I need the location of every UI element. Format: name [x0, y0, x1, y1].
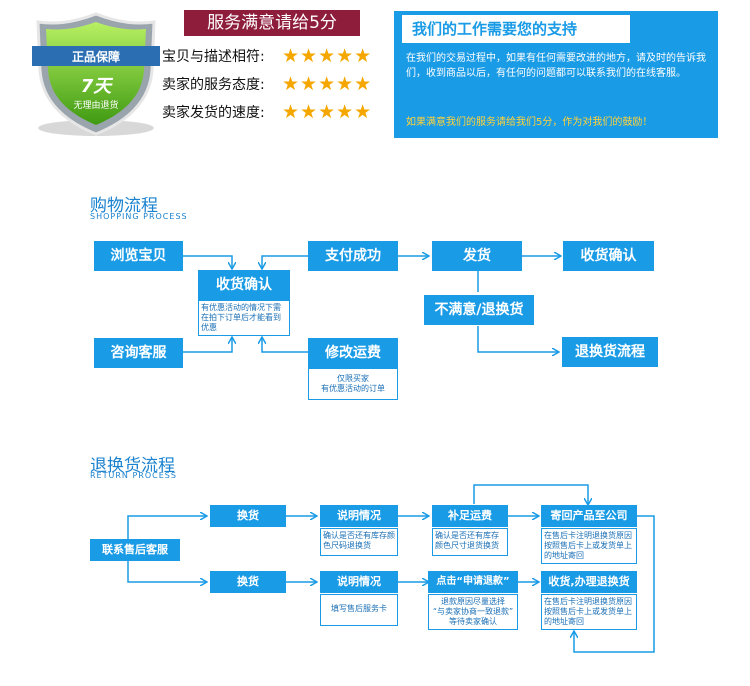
- refund-note: 退款原因尽量选择 “与卖家协商一致退款” 等待卖家确认: [428, 594, 518, 630]
- rating-label: 卖家的服务态度:: [162, 77, 265, 93]
- explain-step: 说明情况: [320, 571, 398, 593]
- shopping-title: 购物流程: [90, 196, 158, 216]
- support-title: 我们的工作需要您的支持: [402, 15, 630, 43]
- support-panel: 我们的工作需要您的支持 在我们的交易过程中，如果有任何需要改进的地方，请及时的告…: [394, 11, 718, 138]
- exchange-step: 换货: [210, 571, 286, 593]
- receive-process-note: 在售后卡注明退换货原因按照售后卡上或发货单上的地址寄回: [541, 594, 637, 630]
- rating-row: 宝贝与描述相符: ★★★★★: [162, 44, 372, 68]
- shopping-subtitle: SHOPPING PROCESS: [90, 212, 188, 221]
- browse-step: 浏览宝贝: [94, 241, 183, 271]
- rating-label: 宝贝与描述相符:: [162, 49, 265, 65]
- explain-step: 说明情况: [320, 505, 398, 527]
- unsatisfied-step: 不满意/退换货: [424, 295, 534, 325]
- receive-confirm-step: 收货确认: [563, 241, 654, 271]
- explain-note: 填写售后服务卡: [320, 594, 398, 626]
- confirm-note: 有优惠活动的情况下需在拍下订单后才能看到优惠: [198, 300, 290, 336]
- rating-row: 卖家的服务态度: ★★★★★: [162, 72, 372, 96]
- exchange-step: 换货: [210, 505, 286, 527]
- apply-refund-step: 点击“申请退款”: [428, 571, 518, 593]
- rating-title: 服务满意请给5分: [184, 10, 360, 36]
- explain-note: 确认是否还有库存颜色尺码退换货: [320, 528, 398, 556]
- mail-back-note: 在售后卡注明退换货原因按照售后卡上或发货单上的地址寄回: [541, 528, 637, 564]
- supplement-shipping-step: 补足运费: [432, 505, 508, 527]
- returns-subtitle: RETURN PROCESS: [90, 471, 177, 480]
- refund-note-line: 退款原因尽量选择: [441, 597, 505, 606]
- refund-note-line: 等待卖家确认: [449, 617, 497, 626]
- supplement-note: 确认是否还有库存颜色尺寸退货换货: [432, 528, 508, 556]
- mail-back-step: 寄回产品至公司: [541, 505, 637, 527]
- modify-note-line: 有优惠活动的订单: [321, 384, 385, 393]
- rating-row: 卖家发货的速度: ★★★★★: [162, 100, 372, 124]
- return-flow-step: 退换货流程: [562, 337, 658, 367]
- contact-aftersales-step: 联系售后客服: [90, 539, 180, 561]
- pay-success-step: 支付成功: [308, 241, 398, 271]
- modify-note: 仅限买家 有优惠活动的订单: [308, 368, 398, 400]
- star-rating-icon[interactable]: ★★★★★: [282, 101, 373, 123]
- ship-step: 发货: [432, 241, 522, 271]
- badge-line1: 正品保障: [72, 49, 120, 64]
- star-rating-icon[interactable]: ★★★★★: [282, 45, 373, 67]
- refund-note-line: “与卖家协商一致退款”: [432, 607, 514, 616]
- warranty-shield-badge: 正品保障 7天 无理由退货: [32, 12, 160, 136]
- star-rating-icon[interactable]: ★★★★★: [282, 73, 373, 95]
- receive-process-step: 收货,办理退换货: [541, 571, 637, 593]
- returns-title: 退换货流程: [90, 456, 175, 476]
- badge-line2: 7天: [81, 76, 114, 97]
- modify-shipping-step: 修改运费: [308, 338, 398, 368]
- modify-note-line: 仅限买家: [337, 374, 369, 383]
- rating-label: 卖家发货的速度:: [162, 105, 265, 121]
- confirm-receipt-step: 收货确认: [198, 270, 290, 300]
- consult-service-step: 咨询客服: [94, 338, 183, 368]
- support-footer: 如果满意我们的服务请给我们5分，作为对我们的鼓励！: [406, 117, 653, 128]
- badge-line3: 无理由退货: [73, 99, 118, 111]
- support-body: 在我们的交易过程中，如果有任何需要改进的地方，请及时的告诉我们，收到商品以后，有…: [406, 53, 706, 79]
